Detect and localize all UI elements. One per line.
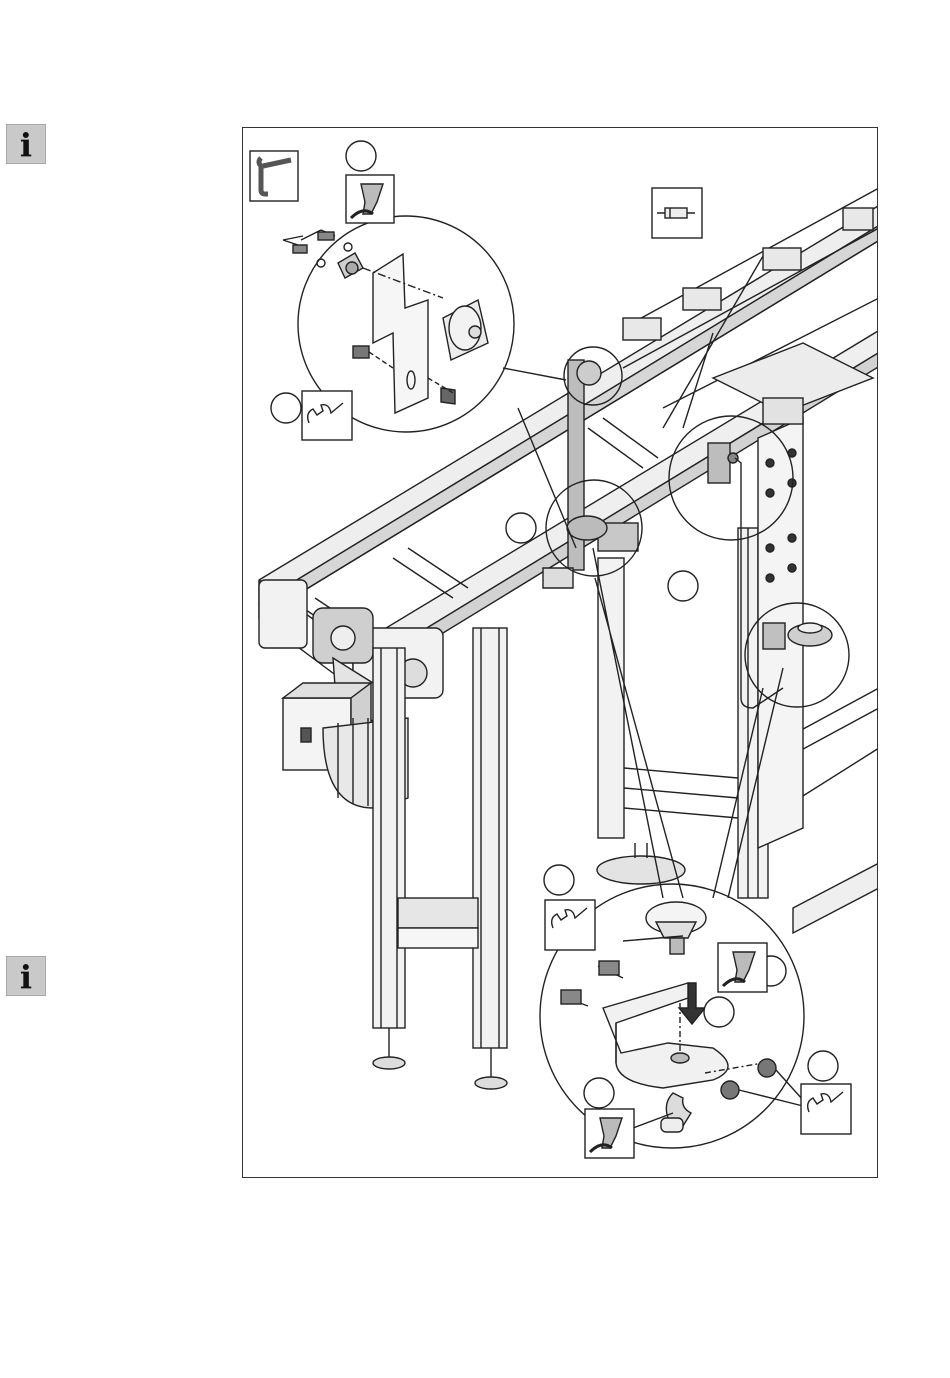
- wrench-icon: [545, 900, 595, 950]
- callout-circle: [704, 997, 734, 1027]
- pneumatic-cylinder-icon: [652, 188, 702, 238]
- lubricant-tube-icon: [346, 175, 394, 223]
- info-icon-glyph: i: [7, 126, 45, 164]
- assembly-drawing: [243, 128, 878, 1178]
- frame-legs-right: [597, 528, 878, 898]
- callout-circle: [506, 513, 536, 543]
- wrench-icon: [302, 391, 352, 440]
- lubricant-tube-icon: [718, 943, 767, 992]
- info-icon: i: [6, 124, 46, 164]
- callout-circle: [668, 571, 698, 601]
- allen-key-icon: [250, 151, 298, 201]
- frame-legs-left: [373, 628, 507, 1089]
- callout-circle: [584, 1078, 614, 1108]
- wrench-icon: [801, 1084, 851, 1134]
- info-icon-glyph: i: [7, 958, 45, 996]
- callout-circle: [544, 865, 574, 895]
- lubricant-tube-icon: [585, 1109, 634, 1158]
- callout-circle: [346, 141, 376, 171]
- callout-circle: [271, 393, 301, 423]
- callout-circle: [808, 1051, 838, 1081]
- info-icon: i: [6, 956, 46, 996]
- assembly-figure: [242, 127, 878, 1178]
